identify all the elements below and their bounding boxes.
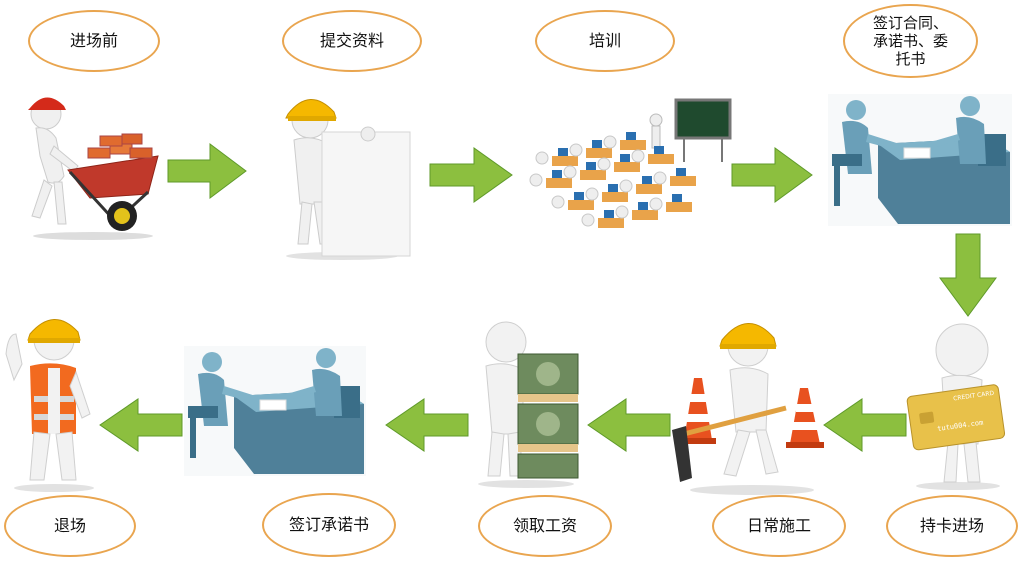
step-oval-daily-construction: 日常施工 [712, 495, 846, 557]
step-label: 签订合同、承诺书、委托书 [872, 14, 948, 68]
worker-blank-sheet-icon [285, 99, 411, 260]
arrow-left-icon [99, 398, 183, 452]
contract-signing-icon [184, 346, 366, 476]
worker-waving-icon [5, 319, 94, 492]
figure-credit-card-icon: CREDIT CARD tutu004.com [906, 323, 1006, 490]
step-label: 持卡进场 [919, 516, 984, 535]
step-oval-exit: 退场 [4, 495, 136, 557]
step-oval-submit-docs: 提交资料 [282, 10, 422, 72]
step-label: 签订承诺书 [289, 515, 370, 534]
contract-signing-icon [828, 94, 1012, 226]
arrow-left-icon [385, 398, 469, 452]
step-oval-pre-entry: 进场前 [28, 10, 160, 72]
step-label: 退场 [53, 516, 86, 535]
step-oval-training: 培训 [535, 10, 675, 72]
step-label: 培训 [588, 31, 621, 50]
arrow-right-icon [429, 147, 513, 203]
figure-money-stack-icon [478, 321, 579, 488]
worker-shovel-cones-icon [672, 323, 824, 495]
step-label: 领取工资 [512, 516, 577, 535]
arrow-left-icon [823, 398, 907, 452]
worker-wheelbarrow-icon [28, 97, 159, 240]
arrow-right-icon [167, 143, 247, 199]
step-label: 提交资料 [319, 31, 384, 50]
step-oval-sign-pledge: 签订承诺书 [262, 493, 396, 557]
arrow-right-icon [731, 147, 813, 203]
step-oval-sign-contract: 签订合同、承诺书、委托书 [843, 4, 978, 78]
arrow-down-icon [939, 233, 997, 317]
step-oval-collect-wages: 领取工资 [478, 495, 612, 557]
step-oval-card-entry: 持卡进场 [886, 495, 1018, 557]
step-label: 日常施工 [746, 516, 811, 535]
arrow-left-icon [587, 398, 671, 452]
step-label: 进场前 [69, 31, 118, 50]
training-classroom-icon [529, 98, 732, 228]
